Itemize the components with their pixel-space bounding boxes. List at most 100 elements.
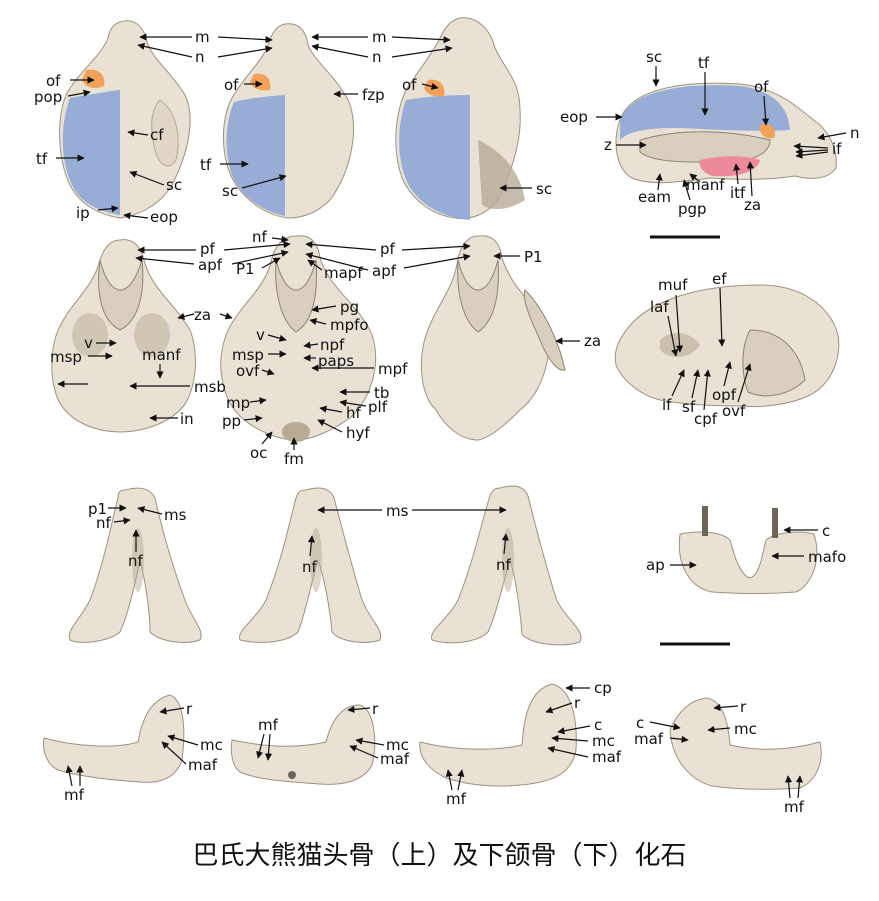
label-v-2: v: [256, 326, 265, 344]
label-pgp: pgp: [678, 200, 707, 218]
label-ms-1: ms: [164, 506, 187, 524]
label-paps: paps: [318, 352, 354, 370]
label-za-2: za: [194, 306, 211, 324]
label-manf-1: manf: [686, 176, 725, 194]
label-mc-4: mc: [734, 720, 757, 738]
temporal-fossa-blue-region: [226, 95, 285, 216]
label-P1-1: P1: [236, 260, 255, 278]
label-ms-2: ms: [386, 502, 409, 520]
mandible-lateral-view-1: [43, 694, 185, 783]
mandible-lateral-view-3: [419, 683, 577, 787]
label-pf-1: pf: [200, 240, 216, 258]
label-ef: ef: [712, 270, 727, 288]
label-mf-2: mf: [258, 716, 279, 734]
label-pop: pop: [34, 88, 62, 106]
label-c-2: c: [594, 716, 602, 734]
label-apf-1: apf: [198, 256, 223, 274]
label-za-1: za: [744, 196, 761, 214]
infratemporal-pink-region: [699, 156, 760, 177]
label-pg: pg: [340, 298, 359, 316]
row3-annotations: p1 nf ms nf ms nf nf: [88, 500, 512, 576]
label-nf-3: nf: [128, 552, 144, 570]
label-ap: ap: [646, 556, 665, 574]
label-mf-1: mf: [64, 786, 85, 804]
label-if-1: if: [832, 140, 842, 158]
label-sc-1: sc: [166, 176, 182, 194]
label-cf: cf: [150, 126, 164, 144]
skull-dorsal-view-2: [223, 23, 354, 219]
label-of-1: of: [46, 72, 61, 90]
label-n-1: n: [195, 48, 205, 66]
label-in: in: [180, 410, 194, 428]
skull-ventral-view-3: [420, 235, 566, 441]
label-of-4: of: [754, 78, 769, 96]
label-npf: npf: [320, 336, 345, 354]
label-m-2: m: [372, 28, 387, 46]
label-mf-3: mf: [446, 790, 467, 808]
label-mpf: mpf: [378, 360, 408, 378]
skull-dorsal-view-1: [59, 20, 191, 219]
label-itf: itf: [730, 184, 746, 202]
label-msp-2: msp: [232, 346, 264, 364]
label-maf-2: maf: [380, 750, 410, 768]
label-P1-2: P1: [524, 248, 543, 266]
label-pp: pp: [222, 412, 241, 430]
label-tb: tb: [374, 384, 389, 402]
figure-caption: 巴氏大熊猫头骨（上）及下颌骨（下）化石: [192, 841, 687, 871]
lateral-annotations: sc tf of eop n if z eam pgp manf itf za: [560, 48, 860, 239]
skull-dorsal-view-3: [395, 17, 525, 220]
label-m-1: m: [195, 28, 210, 46]
label-maf-3: maf: [592, 748, 622, 766]
label-n-3: n: [850, 124, 860, 142]
mandible-lateral-view-4: [669, 697, 822, 790]
label-eam: eam: [638, 188, 671, 206]
temporal-fossa-blue-region: [399, 95, 470, 220]
row1-annotations: m n m n of pop cf tf sc ip eop of fzp tf…: [34, 28, 552, 226]
label-sc-3: sc: [536, 180, 552, 198]
skull-ventral-view-1: [51, 239, 196, 433]
label-mafo: mafo: [808, 548, 846, 566]
label-cp: cp: [594, 679, 612, 697]
label-opf: opf: [712, 386, 737, 404]
label-nf-4: nf: [302, 558, 318, 576]
label-c-1: c: [822, 522, 830, 540]
label-r-1: r: [186, 700, 193, 718]
label-of-2: of: [224, 76, 239, 94]
temporal-fossa-blue-region: [62, 90, 120, 215]
label-hf: hf: [346, 404, 362, 422]
label-c-3: c: [636, 714, 644, 732]
label-r-3: r: [574, 694, 581, 712]
label-mapf: mapf: [324, 264, 363, 282]
label-sf: sf: [682, 398, 696, 416]
label-tf-2: tf: [200, 156, 212, 174]
label-r-4: r: [740, 698, 747, 716]
label-za-3: za: [584, 332, 601, 350]
mandible-anterior-fragment: [678, 506, 818, 594]
label-mp: mp: [226, 394, 250, 412]
row2-annotations: nf pf apf P1 pf apf mapf P1 pg mpfo za z…: [50, 228, 601, 468]
label-sc-2: sc: [222, 182, 238, 200]
label-fzp: fzp: [362, 86, 385, 104]
label-tf-3: tf: [698, 54, 710, 72]
label-maf-1: maf: [188, 756, 218, 774]
label-nf-5: nf: [496, 556, 512, 574]
label-pf-2: pf: [380, 240, 396, 258]
label-ovf-2: ovf: [722, 402, 746, 420]
label-eop-1: eop: [150, 208, 178, 226]
label-ovf: ovf: [236, 362, 260, 380]
mandible-occlusal-view-1: [68, 487, 202, 643]
label-v-1: v: [84, 334, 93, 352]
orbital-region-orange: [759, 124, 776, 139]
row4-annotations: r mc maf mf mf r mc maf cp r c mc maf mf…: [64, 679, 805, 816]
label-muf: muf: [658, 276, 688, 294]
label-msp-1: msp: [50, 348, 82, 366]
label-if-2: if: [662, 396, 672, 414]
label-cpf: cpf: [694, 410, 718, 428]
label-z: z: [604, 136, 612, 154]
label-hyf: hyf: [346, 424, 370, 442]
label-sc-4: sc: [646, 48, 662, 66]
label-ip: ip: [76, 204, 90, 222]
label-mc-1: mc: [200, 736, 223, 754]
label-r-2: r: [372, 700, 379, 718]
